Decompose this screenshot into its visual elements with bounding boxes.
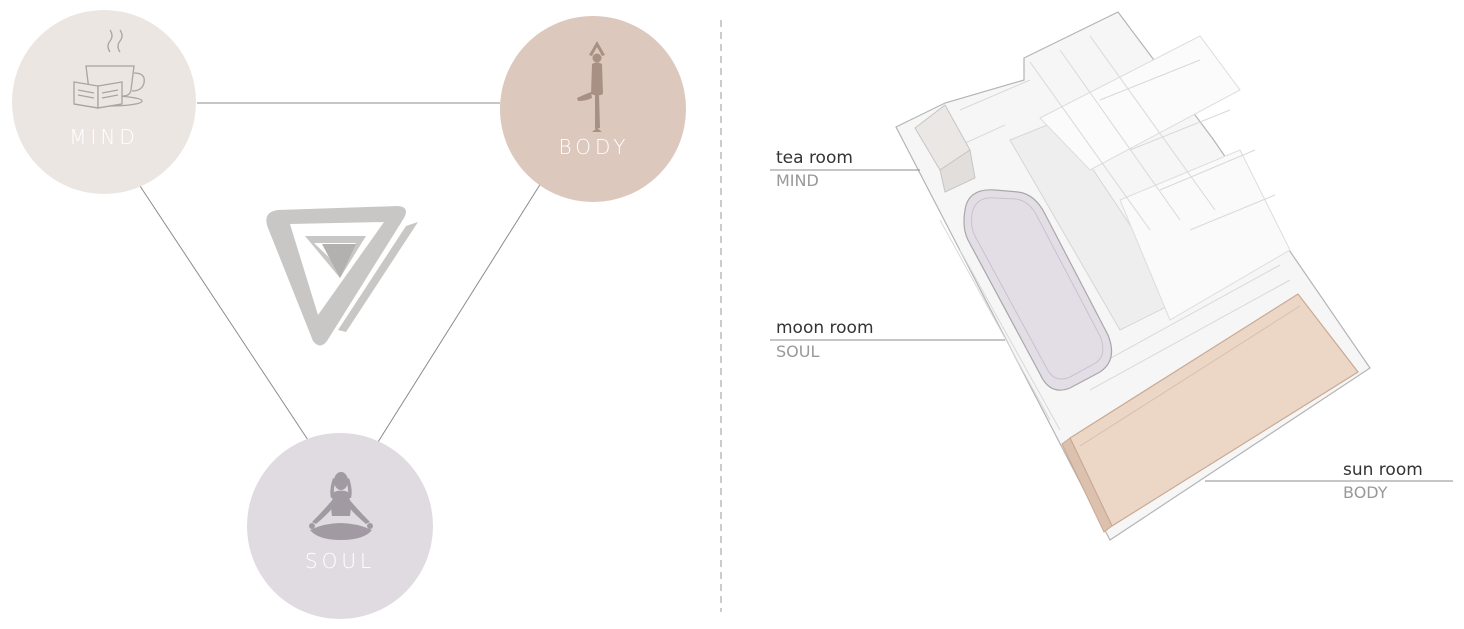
connector-body-soul bbox=[377, 182, 542, 443]
tea-room-side bbox=[939, 149, 976, 193]
meditation-icon bbox=[309, 472, 373, 540]
node-mind: MIND bbox=[12, 10, 196, 194]
side-rooms bbox=[1119, 149, 1291, 321]
node-soul: SOUL bbox=[247, 433, 433, 619]
upper-rooms bbox=[1039, 35, 1241, 171]
tea-room-label: tea room bbox=[776, 148, 853, 168]
mind-label: MIND bbox=[69, 125, 139, 149]
moon-room-block bbox=[963, 189, 1113, 391]
triangle-spiral-logo-icon bbox=[266, 206, 418, 346]
moon-room-label: moon room bbox=[776, 318, 874, 338]
sun-room-category: BODY bbox=[1343, 483, 1388, 502]
body-label: BODY bbox=[558, 135, 629, 159]
connector-mind-soul bbox=[139, 185, 309, 441]
triangle-connectors bbox=[139, 102, 542, 443]
interior-lines bbox=[939, 35, 1291, 431]
soul-label: SOUL bbox=[305, 549, 375, 573]
axonometric-plan bbox=[770, 11, 1453, 541]
yoga-tree-pose-icon bbox=[577, 41, 605, 132]
sun-room-label: sun room bbox=[1343, 460, 1423, 480]
node-body: BODY bbox=[500, 16, 686, 202]
body-circle bbox=[500, 16, 686, 202]
moon-room-category: SOUL bbox=[776, 342, 820, 361]
book-tea-icon bbox=[73, 29, 145, 109]
leader-lines bbox=[770, 169, 1453, 482]
tea-room-category: MIND bbox=[776, 171, 819, 190]
